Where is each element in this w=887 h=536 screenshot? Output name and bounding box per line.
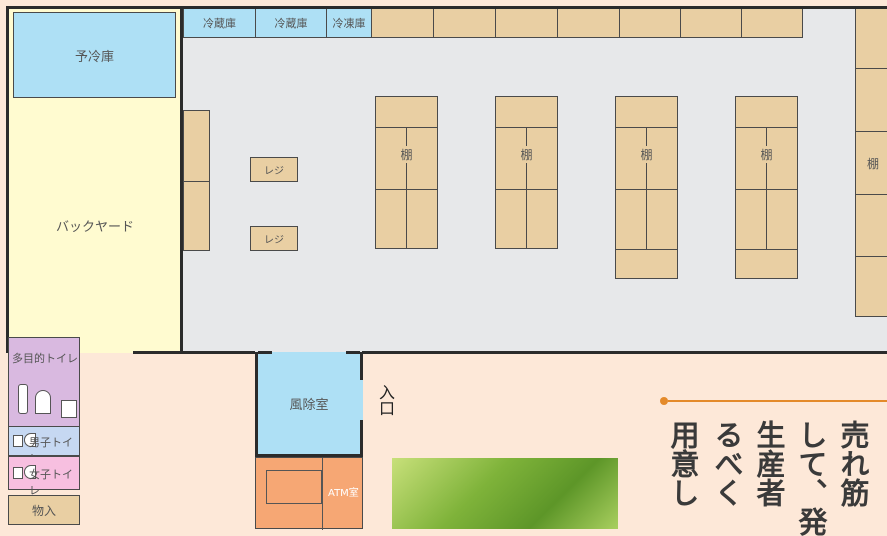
wall-shelf	[557, 8, 620, 38]
wall	[133, 351, 183, 354]
wall-shelf	[371, 8, 434, 38]
vestibule-opening	[258, 351, 272, 354]
shelf-2-label: 棚	[520, 145, 533, 163]
multi-toilet-label: 多目的トイレ	[12, 352, 78, 365]
atm-machine	[266, 470, 322, 504]
precooler-room-top: 予冷庫	[13, 12, 176, 98]
accent-dot	[660, 397, 668, 405]
text-column: して、発	[794, 420, 828, 536]
island-shelf-2: 棚	[495, 96, 558, 249]
register-2-label: レジ	[264, 235, 284, 246]
female-toilet-label: 女子トイレ	[29, 468, 73, 497]
cooler-1: 冷蔵庫	[183, 8, 256, 38]
atm-divider	[322, 458, 323, 530]
vestibule: 風除室	[255, 352, 363, 457]
left-wall-shelf	[183, 181, 210, 251]
vegetable-photo	[392, 458, 618, 529]
cooler-1-label: 冷蔵庫	[203, 17, 236, 30]
male-toilet: 男子トイレ	[8, 426, 80, 465]
storage-room: 物入	[8, 495, 80, 525]
precooler-label-2: 予冷庫	[74, 49, 114, 65]
atm-label: ATM室	[328, 488, 359, 499]
wall	[362, 351, 887, 354]
urinal-icon	[13, 435, 23, 447]
backyard-label: バックヤード	[55, 220, 134, 235]
toilet-bowl-icon	[18, 384, 28, 414]
shelf-5-label: 棚	[866, 156, 879, 171]
cooler-2: 冷蔵庫	[255, 8, 327, 38]
wall-shelf	[680, 8, 742, 38]
text-column-1: 売れ筋	[836, 420, 870, 507]
freezer-label: 冷凍庫	[332, 17, 366, 30]
wall	[180, 6, 183, 353]
vestibule-opening	[346, 351, 360, 354]
shelf-1-label: 棚	[400, 145, 413, 163]
freezer: 冷凍庫	[326, 8, 372, 38]
register-1: レジ	[250, 157, 298, 182]
text-column-3: 生産者	[752, 420, 786, 507]
vestibule-entrance-gap	[360, 380, 363, 420]
wall-shelf	[741, 8, 803, 38]
entrance-label: 入口	[376, 384, 395, 416]
shelf-4-label: 棚	[760, 145, 773, 163]
toilet-icon	[24, 465, 36, 479]
island-shelf-4: 棚	[735, 96, 798, 279]
text-column: るべく	[710, 420, 744, 507]
text-column-4: るべく	[710, 420, 744, 507]
wall	[183, 351, 255, 354]
wall-shelf	[619, 8, 681, 38]
wall	[6, 6, 9, 353]
register-2: レジ	[250, 226, 298, 251]
atm-room: ATM室	[255, 457, 363, 530]
shelf-3-label: 棚	[640, 145, 653, 163]
text-column: 用意し	[666, 420, 700, 507]
wall-shelf	[495, 8, 558, 38]
toilet-seat-icon	[35, 390, 51, 414]
toilet-icon	[24, 433, 36, 447]
register-1-label: レジ	[264, 166, 284, 177]
cooler-2-label: 冷蔵庫	[274, 17, 308, 30]
vestibule-label: 風除室	[289, 397, 329, 413]
text-column-2: して、発	[794, 420, 828, 536]
left-wall-shelf	[183, 110, 210, 182]
wall-shelf	[433, 8, 496, 38]
accent-line	[668, 400, 887, 402]
female-toilet: 女子トイレ	[8, 456, 80, 497]
entrance-text: 入口	[376, 384, 395, 416]
text-column-5: 用意し	[666, 420, 700, 507]
text-column: 生産者	[752, 420, 786, 507]
sink-icon	[61, 400, 77, 418]
storage-label: 物入	[31, 503, 56, 518]
backyard-room: バックヤード	[8, 98, 182, 353]
text-column: 売れ筋	[836, 420, 870, 507]
wall	[6, 6, 887, 9]
right-wall-shelf: 棚	[855, 8, 887, 317]
sink-icon	[13, 467, 23, 479]
island-shelf-3: 棚	[615, 96, 678, 279]
island-shelf-1: 棚	[375, 96, 438, 249]
multipurpose-toilet: 多目的トイレ	[8, 337, 80, 427]
